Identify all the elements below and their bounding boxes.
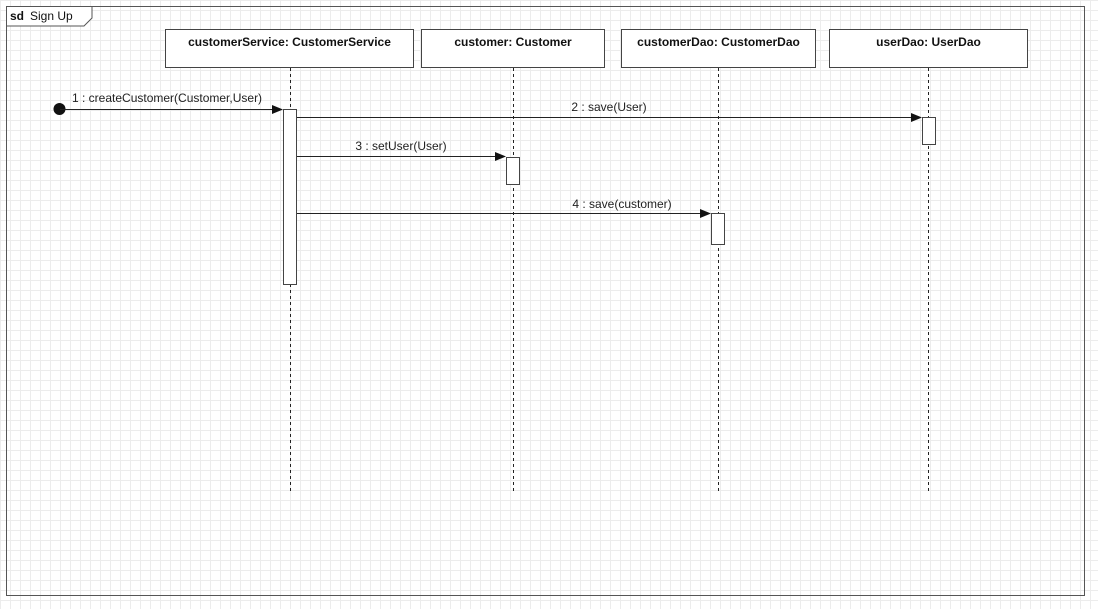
message-3[interactable]: 3 : setUser(User) [297,139,506,161]
lifeline-label: userDao: UserDao [876,35,981,49]
diagram-frame [6,6,1085,596]
initial-node [53,103,66,115]
message-1[interactable]: 1 : createCustomer(Customer,User) [53,91,284,115]
lifeline-header-box[interactable] [165,29,414,68]
message-label: 1 : createCustomer(Customer,User) [72,91,262,105]
frame-tab [6,6,93,27]
lifeline-customer[interactable]: customer: Customer [421,29,605,493]
arrowhead-icon [911,113,922,122]
arrowhead-icon [700,209,711,218]
lifeline-label: customerDao: CustomerDao [637,35,800,49]
message-label: 2 : save(User) [571,100,646,114]
message-2[interactable]: 2 : save(User) [297,100,922,122]
frame-keyword: sd [10,9,24,23]
frame-title: Sign Up [30,9,73,23]
lifeline-user-dao[interactable]: userDao: UserDao [829,29,1028,493]
activation-bar[interactable] [922,117,936,145]
lifeline-label: customerService: CustomerService [188,35,391,49]
lifeline-label: customer: Customer [454,35,572,49]
message-4[interactable]: 4 : save(customer) [297,197,711,218]
arrowhead-icon [272,105,283,114]
activation-bar[interactable] [711,213,725,245]
activation-bar[interactable] [283,109,297,285]
lifeline-header-box[interactable] [421,29,605,68]
message-label: 4 : save(customer) [572,197,671,211]
lifeline-customer-service[interactable]: customerService: CustomerService [165,29,414,493]
lifeline-header-box[interactable] [621,29,816,68]
activation-bar[interactable] [506,157,520,185]
lifeline-customer-dao[interactable]: customerDao: CustomerDao [621,29,816,493]
lifeline-header-box[interactable] [829,29,1028,68]
message-label: 3 : setUser(User) [355,139,446,153]
arrowhead-icon [495,152,506,161]
